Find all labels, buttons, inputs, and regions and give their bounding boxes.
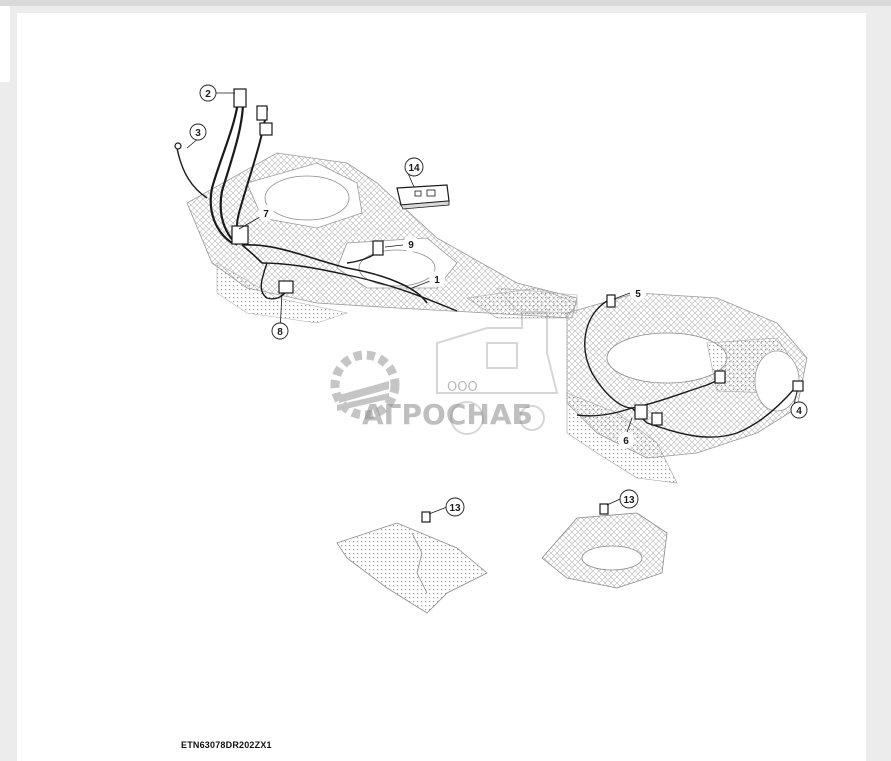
lower-left-panel <box>336 511 488 614</box>
right-harness <box>576 294 804 438</box>
lower-right-panel <box>541 503 668 589</box>
callout-8: 8 <box>271 322 289 340</box>
callout-4: 4 <box>790 401 808 419</box>
svg-text:3: 3 <box>195 128 201 139</box>
svg-text:1: 1 <box>434 275 440 286</box>
svg-text:9: 9 <box>408 240 414 251</box>
harvester-silhouette <box>436 312 559 435</box>
right-assembly <box>466 287 808 484</box>
svg-text:8: 8 <box>277 327 283 338</box>
svg-text:6: 6 <box>623 436 629 447</box>
callout-13-left: 13 <box>445 497 465 517</box>
svg-text:13: 13 <box>449 503 461 514</box>
callout-5: 5 <box>630 285 646 301</box>
watermark: ООО АГРОСНАБ <box>330 312 559 435</box>
callout-9: 9 <box>403 236 419 252</box>
gear-logo-icon <box>330 350 400 420</box>
left-harness <box>174 88 458 312</box>
left-upper-assembly <box>186 152 578 324</box>
figure-id: ETN63078DR202ZX1 <box>181 740 272 750</box>
svg-text:АГРОСНАБ: АГРОСНАБ <box>362 398 533 431</box>
callout-13-right: 13 <box>619 489 639 509</box>
callout-6: 6 <box>618 432 634 448</box>
top-bar <box>0 0 891 6</box>
callout-14: 14 <box>404 157 424 177</box>
diagram-sheet: 2 3 7 8 9 1 14 5 4 6 13 13 <box>17 13 866 761</box>
wiring-diagram: 2 3 7 8 9 1 14 5 4 6 13 13 <box>174 84 808 614</box>
left-strip <box>0 6 10 82</box>
callout-2: 2 <box>199 84 217 102</box>
svg-text:14: 14 <box>408 163 420 174</box>
callout-1: 1 <box>429 271 445 287</box>
svg-text:7: 7 <box>263 209 269 220</box>
svg-text:2: 2 <box>205 89 211 100</box>
svg-text:13: 13 <box>623 495 635 506</box>
component-14 <box>396 184 450 210</box>
callout-3: 3 <box>189 123 207 141</box>
svg-text:4: 4 <box>796 406 802 417</box>
svg-text:ООО: ООО <box>447 380 478 395</box>
svg-text:5: 5 <box>635 289 641 300</box>
callout-7: 7 <box>258 205 274 221</box>
